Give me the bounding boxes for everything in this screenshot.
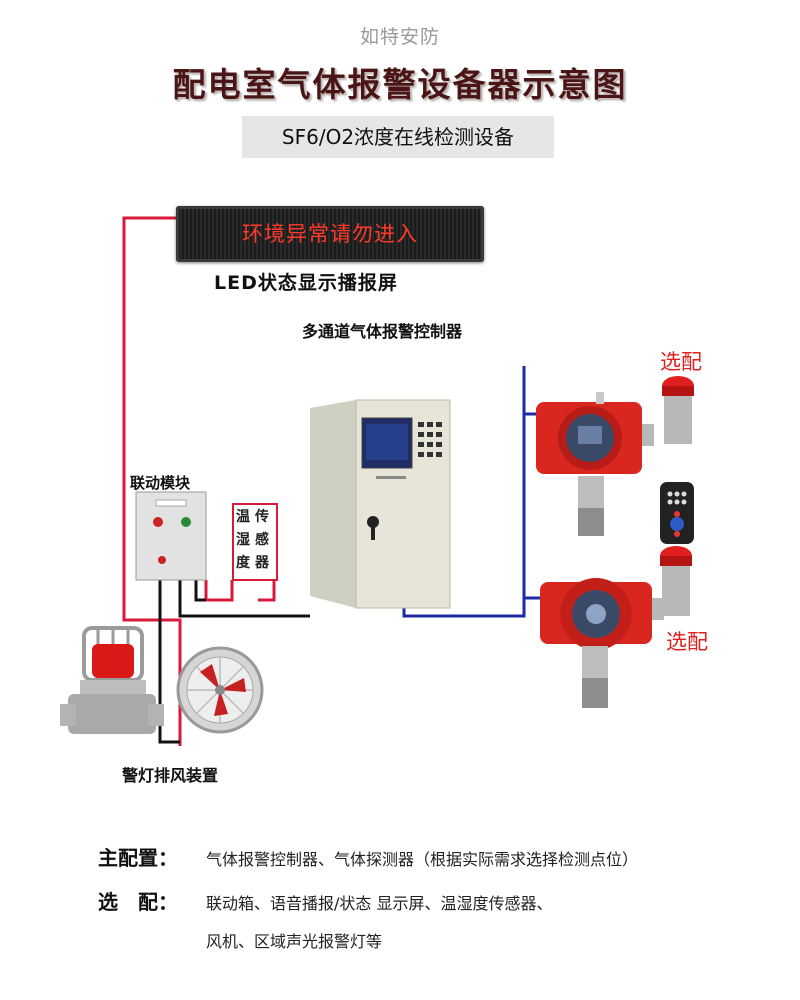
alarm-light-bottom (660, 546, 692, 616)
temp-humidity-sensor-box (232, 503, 278, 581)
controller-label: 多通道气体报警控制器 (302, 322, 463, 341)
led-display-screen: 环境异常请勿进入 (176, 206, 484, 262)
page-title: 配电室气体报警设备器示意图 (172, 65, 628, 104)
alarm-light-top (662, 376, 694, 444)
gas-detector-bottom (540, 578, 664, 708)
warning-light (60, 626, 164, 734)
pink-wires (122, 216, 276, 746)
led-screen-text: 环境异常请勿进入 (242, 222, 418, 246)
brand-name: 如特安防 (359, 26, 440, 48)
optional-config-value-line2: 风机、区域声光报警灯等 (206, 932, 383, 951)
black-wire-sensor (194, 580, 206, 602)
sensor-label-column-2: 传感器 (255, 509, 269, 571)
subtitle-badge: SF6/O2浓度在线检测设备 (242, 116, 554, 158)
optional-config-key: 选 配： (98, 890, 178, 914)
sensor-label-column-1: 温湿度 (236, 509, 250, 571)
remote-control (660, 482, 694, 544)
optional-label-bottom: 选配 (666, 630, 708, 654)
exhaust-fan (176, 646, 264, 734)
lock-icon (367, 516, 379, 528)
gas-detector-top (536, 392, 654, 536)
pink-wire-sensor-left (204, 580, 234, 602)
warning-fan-label: 警灯排风装置 (122, 766, 219, 785)
black-wires (158, 580, 310, 744)
linkage-module-label: 联动模块 (130, 474, 191, 492)
pink-wire-sensor-right (258, 580, 276, 602)
main-config-key: 主配置： (98, 846, 178, 870)
led-screen-label: LED状态显示播报屏 (214, 272, 398, 294)
black-wire-warning (158, 580, 180, 744)
linkage-box (135, 491, 207, 581)
controller-cabinet (310, 399, 451, 609)
pink-wire-led (122, 216, 182, 746)
main-config-value: 气体报警控制器、气体探测器（根据实际需求选择检测点位） (206, 850, 639, 869)
black-wire-linkage (178, 580, 310, 618)
optional-label-top: 选配 (660, 350, 702, 374)
optional-config-value-line1: 联动箱、语音播报/状态 显示屏、温湿度传感器、 (206, 894, 553, 913)
